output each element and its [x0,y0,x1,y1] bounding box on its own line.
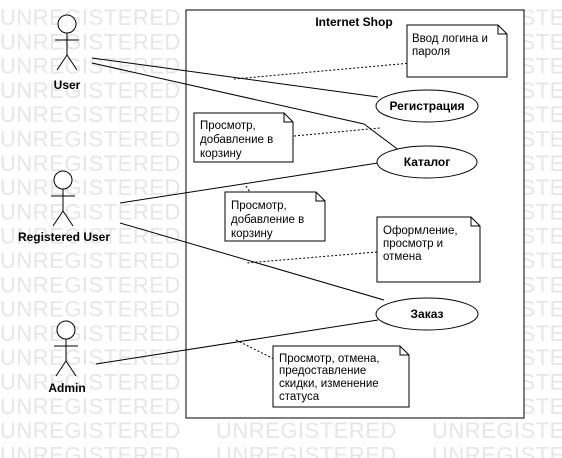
watermark-text: UNREGISTERED [0,321,181,346]
watermark-text: UNREGISTERED [0,175,181,200]
association-registered-catalog[interactable] [119,162,379,204]
watermark-text: UNREGISTERED [0,345,181,370]
note-anchor-n4 [245,251,378,264]
watermark-text: UNREGISTERED [0,418,181,443]
note-login-line-2: пароля [412,46,450,58]
note-order-admin-line-4: статуса [279,391,320,403]
association-user-registration[interactable] [91,57,379,98]
actor-user-label: User [54,78,81,92]
associations [91,57,401,365]
note-order-admin-line-2: предоставление [279,365,366,377]
note-order-registered-line-2: просмотр и [383,238,443,250]
watermark-text: UNREGISTERED [432,442,562,458]
association-admin-order[interactable] [95,319,379,365]
watermark-text: UNREGISTERED [0,78,181,103]
note-order-admin[interactable]: Просмотр, отмена, предоставление скидки,… [272,345,410,408]
actor-user[interactable]: User [54,14,81,92]
actor-admin-icon [54,320,78,377]
actor-admin-label: Admin [48,381,85,395]
watermark-text: UNREGISTERED [0,224,181,249]
note-catalog-user-line-1: Просмотр, [200,120,256,132]
watermark-text: UNREGISTERED [216,418,397,443]
note-anchor-n1 [233,62,412,80]
use-case-order-label: Заказ [411,307,444,321]
system-title: Internet Shop [315,15,392,29]
use-case-catalog-label: Каталог [404,155,451,169]
watermark-text: UNREGISTERED [0,102,181,127]
use-case-registration-label: Регистрация [389,99,464,113]
watermark-text: UNREGISTERED [0,248,181,273]
association-user-catalog[interactable] [91,62,401,152]
note-order-registered-line-3: отмена [383,251,422,263]
watermark-text: UNREGISTERED [0,442,181,458]
watermark-text: UNREGISTERED [0,297,181,322]
watermark-text: UNREGISTERED [216,442,397,458]
note-catalog-registered-line-2: добавление в [231,214,304,226]
note-catalog-user-line-2: добавление в [200,134,273,146]
watermark-text: UNREGISTERED [0,370,181,395]
watermark-text: UNREGISTERED [0,5,181,30]
watermark-text: UNREGISTERED [432,418,562,443]
watermark-text: UNREGISTERED [0,151,181,176]
actor-registered-user-label: Registered User [18,230,110,244]
note-catalog-registered-line-1: Просмотр, [231,200,287,212]
actor-registered-user[interactable]: Registered User [18,170,110,244]
actor-user-icon [55,14,79,71]
watermark-text: UNREGISTERED [0,394,181,419]
note-catalog-user-line-3: корзину [200,148,242,160]
watermark-text: UNREGISTERED [0,127,181,152]
note-catalog-registered[interactable]: Просмотр, добавление в корзину [224,191,326,242]
watermark-text: UNREGISTERED [0,272,181,297]
note-catalog-user[interactable]: Просмотр, добавление в корзину [193,112,294,163]
actor-admin[interactable]: Admin [48,320,86,395]
use-case-catalog[interactable]: Каталог [376,145,478,179]
watermark-text: UNREGISTERED [0,199,181,224]
note-catalog-registered-line-3: корзину [231,228,273,240]
watermark-text: UNREGISTERED [0,29,181,54]
note-order-admin-line-3: скидки, изменение [279,378,379,390]
note-login[interactable]: Ввод логина и пароля [406,24,508,78]
association-registered-order[interactable] [119,222,385,301]
note-anchor-n5 [235,339,277,361]
note-order-registered-line-1: Оформление, [383,225,458,237]
use-case-registration[interactable]: Регистрация [375,89,479,123]
note-login-line-1: Ввод логина и [412,33,488,45]
use-case-order[interactable]: Заказ [375,297,479,331]
actor-registered-user-icon [51,170,75,227]
note-order-admin-line-1: Просмотр, отмена, [279,353,380,365]
note-order-registered[interactable]: Оформление, просмотр и отмена [376,216,481,283]
